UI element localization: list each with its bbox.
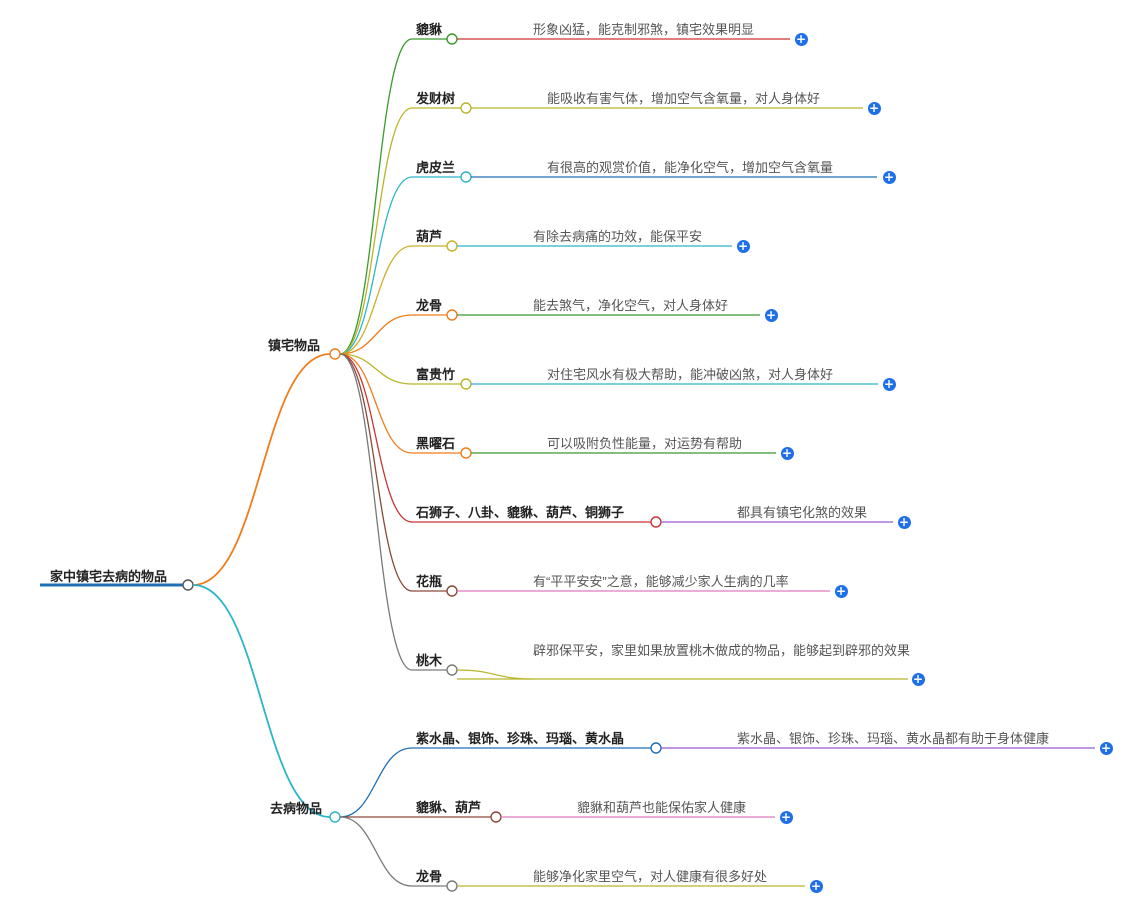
connector-line [339, 314, 413, 355]
connector-line [339, 38, 413, 355]
item-description: 都具有镇宅化煞的效果 [737, 505, 868, 520]
item-description: 能去煞气，净化空气，对人身体好 [533, 298, 729, 313]
item-description: 形象凶猛，能克制邪煞，镇宅效果明显 [533, 22, 755, 37]
item-topic: 虎皮兰 [416, 160, 456, 175]
item-topic: 貔貅、葫芦 [416, 800, 482, 815]
expand-plus-icon[interactable]: + [809, 878, 823, 893]
connector-line [339, 747, 413, 818]
expand-plus-icon[interactable]: + [911, 671, 925, 686]
node-circle [182, 579, 194, 591]
node-circle [460, 378, 472, 390]
item-topic: 发财树 [416, 91, 456, 106]
expand-plus-icon[interactable]: + [780, 445, 794, 460]
item-topic: 黑曜石 [416, 436, 456, 451]
expand-plus-icon[interactable]: + [1099, 740, 1113, 755]
connector-line [192, 353, 331, 586]
item-topic: 龙骨 [416, 869, 443, 884]
item-description: 有很高的观赏价值，能净化空气，增加空气含氧量 [547, 160, 834, 175]
item-description: 紫水晶、银饰、珍珠、玛瑙、黄水晶都有助于身体健康 [737, 731, 1050, 746]
connector-line [339, 353, 413, 671]
item-description: 辟邪保平安，家里如果放置桃木做成的物品，能够起到辟邪的效果 [533, 643, 911, 658]
expand-plus-icon[interactable]: + [897, 514, 911, 529]
item-description: 能够净化家里空气，对人健康有很多好处 [533, 869, 768, 884]
node-circle [446, 585, 458, 597]
connector-line [339, 353, 413, 454]
connector-line [339, 353, 413, 592]
expand-plus-icon[interactable]: + [794, 31, 808, 46]
expand-plus-icon[interactable]: + [882, 169, 896, 184]
expand-plus-icon[interactable]: + [764, 307, 778, 322]
node-circle [650, 516, 662, 528]
branch-topic: 去病物品 [270, 801, 323, 816]
item-topic: 桃木 [416, 653, 443, 668]
node-circle [460, 102, 472, 114]
node-circle [446, 880, 458, 892]
item-topic: 石狮子、八卦、貔貅、葫芦、铜狮子 [416, 505, 625, 520]
expand-plus-icon[interactable]: + [779, 809, 793, 824]
connector-line [339, 816, 413, 887]
expand-plus-icon[interactable]: + [867, 100, 881, 115]
item-description: 对住宅风水有极大帮助，能冲破凶煞，对人身体好 [547, 367, 834, 382]
connector-line [339, 176, 413, 355]
item-description: 能吸收有害气体，增加空气含氧量，对人身体好 [547, 91, 821, 106]
node-circle [446, 309, 458, 321]
node-circle [490, 811, 502, 823]
connector-line [192, 584, 331, 818]
root-topic: 家中镇宅去病的物品 [50, 569, 168, 584]
item-description: 可以吸附负性能量，对运势有帮助 [547, 436, 743, 451]
node-circle [329, 348, 341, 360]
connector-line [339, 245, 413, 355]
item-topic: 貔貅 [416, 22, 443, 37]
branch-topic: 镇宅物品 [268, 338, 321, 353]
expand-plus-icon[interactable]: + [882, 376, 896, 391]
expand-plus-icon[interactable]: + [736, 238, 750, 253]
item-topic: 紫水晶、银饰、珍珠、玛瑙、黄水晶 [416, 731, 625, 746]
node-circle [329, 811, 341, 823]
item-description: 有“平平安安”之意，能够减少家人生病的几率 [533, 574, 789, 589]
connector-line [339, 353, 413, 385]
node-circle [446, 33, 458, 45]
item-topic: 葫芦 [416, 229, 443, 244]
connector-line [339, 353, 413, 523]
item-topic: 富贵竹 [416, 367, 456, 382]
item-description: 貔貅和葫芦也能保佑家人健康 [577, 800, 747, 815]
item-topic: 花瓶 [416, 574, 443, 589]
node-circle [446, 664, 458, 676]
connector-line [339, 107, 413, 355]
node-circle [446, 240, 458, 252]
connector-line [456, 669, 534, 680]
node-circle [650, 742, 662, 754]
node-circle [460, 171, 472, 183]
node-circle [460, 447, 472, 459]
item-description: 有除去病痛的功效，能保平安 [533, 229, 703, 244]
item-topic: 龙骨 [416, 298, 443, 313]
expand-plus-icon[interactable]: + [834, 583, 848, 598]
